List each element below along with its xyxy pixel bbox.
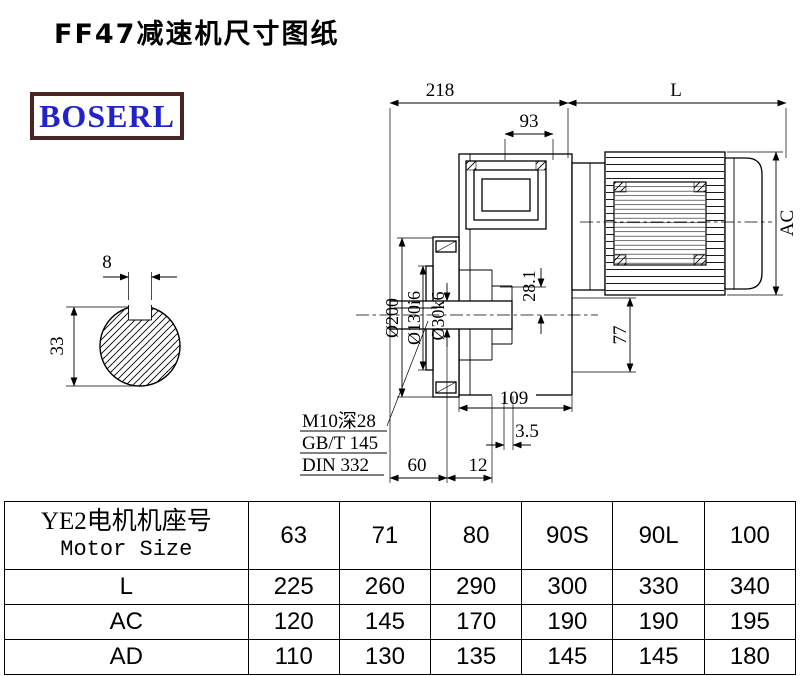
- cell: 110: [247, 639, 340, 675]
- cell: 300: [521, 569, 614, 605]
- dim-keyway-width: 8: [102, 252, 112, 273]
- row-label: L: [4, 569, 249, 605]
- note-center-hole-std: DIN 332: [302, 455, 369, 476]
- table-row-AD: AD 110 130 135 145 145 180: [4, 639, 797, 675]
- dim-spigot-dia: Ø130i6: [404, 291, 424, 345]
- cell: 190: [612, 604, 705, 640]
- dim-12: 12: [469, 455, 488, 476]
- dim-AC: AC: [777, 210, 798, 236]
- size-col-header: 100: [703, 501, 797, 570]
- motor-size-label-cn: YE2电机机座号: [40, 508, 212, 536]
- cell: 145: [338, 604, 432, 640]
- row-label: AC: [4, 604, 249, 640]
- table-header-row: YE2电机机座号 Motor Size 63 71 80 90S 90L 100: [4, 501, 797, 570]
- cell: 170: [430, 604, 523, 640]
- logo-text: BOSERL: [39, 97, 175, 134]
- dim-77: 77: [610, 326, 631, 345]
- motor-size-table: YE2电机机座号 Motor Size 63 71 80 90S 90L 100…: [4, 501, 797, 675]
- dim-28-1: 28.1: [519, 270, 539, 302]
- dim-flange-dia: Ø200: [382, 298, 402, 338]
- shaft-section-view: 8 33: [47, 252, 181, 387]
- dimensions: 218 L 93 AC Ø200 Ø130i6 Ø30k6: [300, 80, 798, 483]
- cell: 130: [338, 639, 432, 675]
- dim-109: 109: [500, 388, 529, 409]
- fan-cover: [724, 157, 763, 290]
- cell: 190: [521, 604, 614, 640]
- cell: 340: [703, 569, 797, 605]
- page-title: FF47减速机尺寸图纸: [54, 19, 340, 50]
- boserl-logo: BOSERL: [30, 92, 184, 140]
- table-row-AC: AC 120 145 170 190 190 195: [4, 604, 797, 640]
- row-label: AD: [4, 639, 249, 675]
- cell: 260: [338, 569, 432, 605]
- motor-size-label-en: Motor Size: [60, 537, 193, 563]
- motor-adapter: [571, 162, 606, 291]
- cell: 290: [430, 569, 523, 605]
- cell: 195: [703, 604, 797, 640]
- cell: 120: [247, 604, 340, 640]
- cell: 145: [612, 639, 705, 675]
- table-row-L: L 225 260 290 300 330 340: [4, 569, 797, 605]
- size-col-header: 63: [247, 501, 340, 570]
- dim-L: L: [670, 80, 682, 101]
- note-thread-std: GB/T 145: [302, 433, 378, 454]
- size-col-header: 90S: [521, 501, 614, 570]
- dim-3-5: 3.5: [515, 421, 539, 442]
- motor-size-header: YE2电机机座号 Motor Size: [4, 501, 249, 570]
- size-col-header: 71: [338, 501, 432, 570]
- gearbox-assembly-view: [356, 151, 772, 398]
- note-tap-hole: M10深28: [302, 410, 376, 432]
- cell: 135: [430, 639, 523, 675]
- cell: 180: [703, 639, 797, 675]
- cell: 225: [247, 569, 340, 605]
- dim-93: 93: [520, 111, 539, 132]
- size-col-header: 80: [430, 501, 523, 570]
- dim-60: 60: [408, 455, 427, 476]
- cell: 145: [521, 639, 614, 675]
- dim-218: 218: [426, 80, 455, 101]
- dim-shaft-height: 33: [47, 337, 68, 356]
- cell: 330: [612, 569, 705, 605]
- dim-shaft-dia: Ø30k6: [428, 292, 448, 341]
- technical-drawing: 8 33: [47, 80, 798, 483]
- size-col-header: 90L: [612, 501, 705, 570]
